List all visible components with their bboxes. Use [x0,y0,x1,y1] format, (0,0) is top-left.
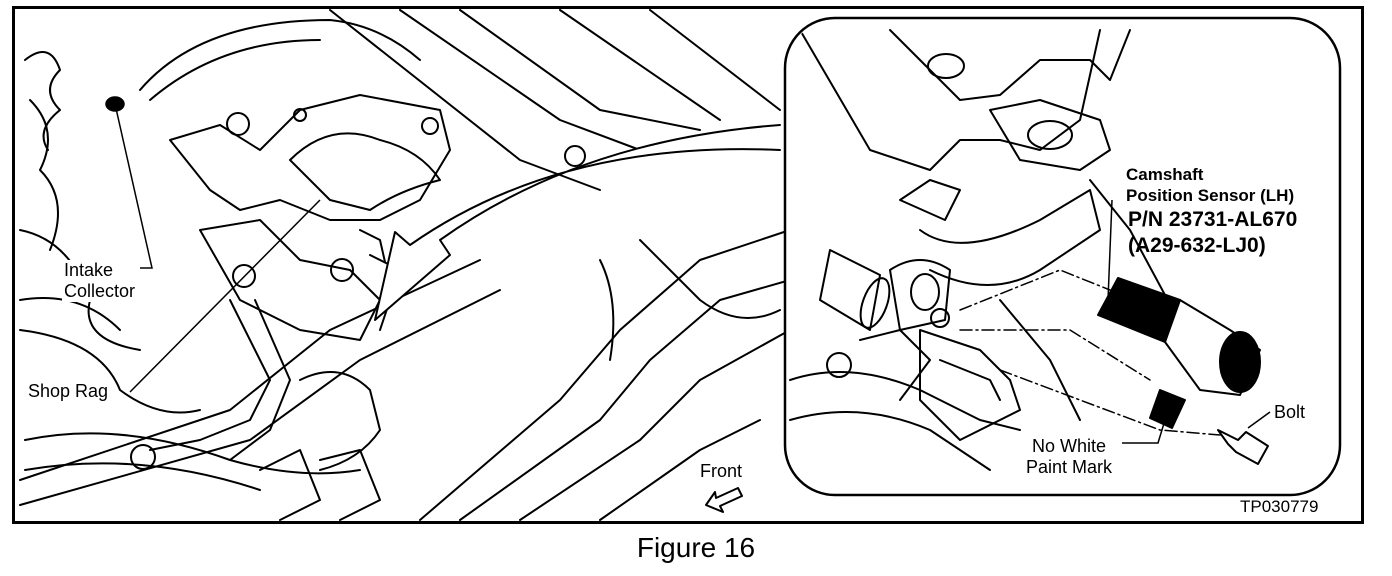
intake-collector-line2: Collector [64,281,136,301]
no-white-line2: Paint Mark [1026,457,1113,477]
pointer-arrow [374,124,781,321]
figure-caption: Figure 16 [636,532,756,563]
intake-collector-outline [19,19,421,491]
sensor-line1: Camshaft [1126,165,1204,184]
front-label: Front [698,461,745,482]
sensor-name-label: Camshaft Position Sensor (LH) [1124,164,1296,206]
no-white-paint-label: No White Paint Mark [1024,436,1115,478]
leader-lines [105,96,1271,444]
camshaft-sensor [1097,277,1261,429]
bolts [130,108,586,470]
detail-drawing [789,29,1269,471]
front-arrow [705,487,743,513]
bolt-drawing [1217,429,1269,465]
sensor-line2: Position Sensor (LH) [1126,186,1295,205]
no-white-line1: No White [1032,436,1107,456]
alt-number-label: (A29-632-LJ0) [1128,234,1266,257]
bolt-label: Bolt [1272,402,1308,423]
part-number-label: P/N 23731-AL670 [1128,208,1298,231]
shop-rag-label: Shop Rag [26,381,111,402]
figure-code: TP030779 [1240,497,1319,517]
intake-collector-label: Intake Collector [62,260,138,302]
intake-collector-line1: Intake [64,260,114,280]
figure-frame [12,6,1364,524]
